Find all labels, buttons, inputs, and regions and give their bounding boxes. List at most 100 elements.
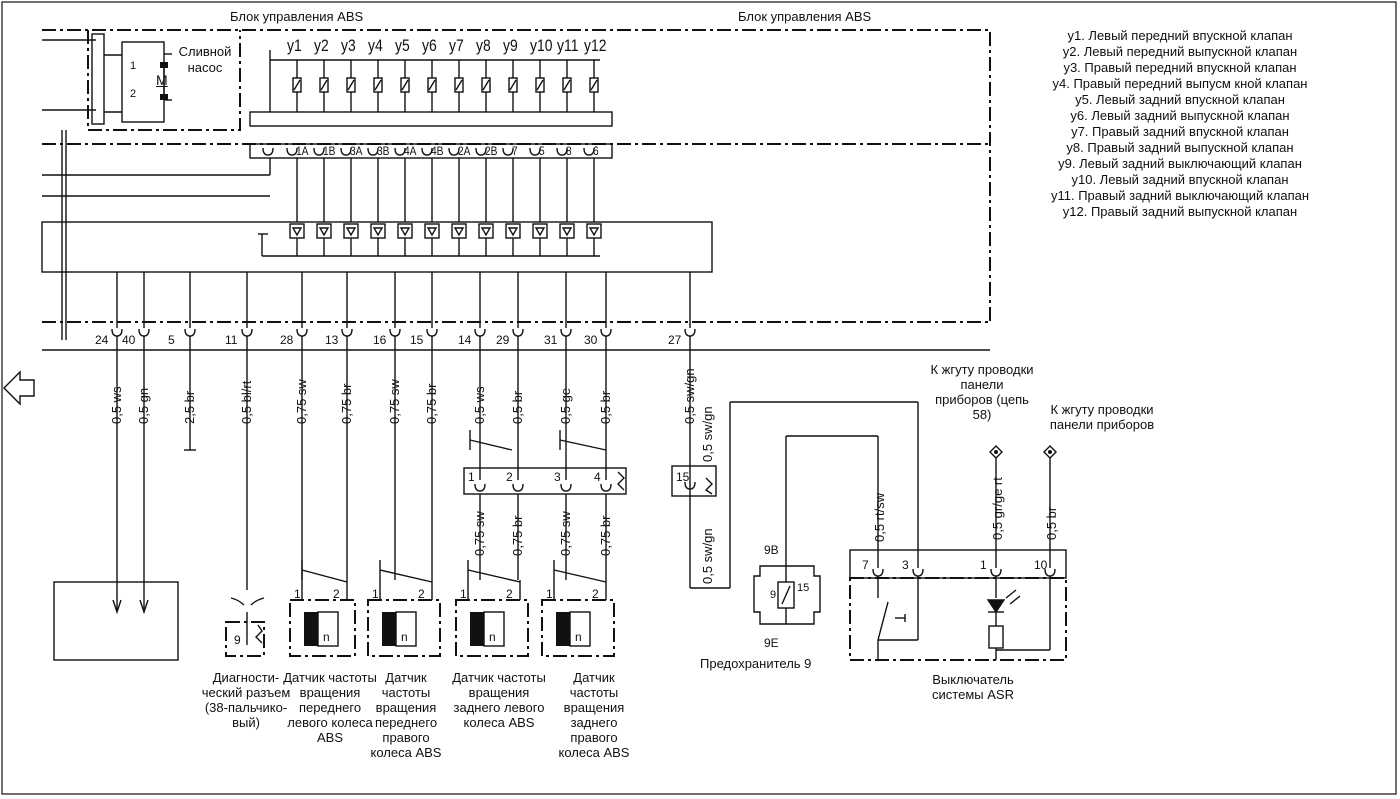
fuse-conn-resistor	[704, 477, 713, 495]
shield-line	[469, 439, 513, 451]
fuse-conn-pin: 15	[676, 470, 690, 484]
sensor-body	[569, 611, 591, 647]
rear-junction-block	[463, 467, 627, 495]
valve-label-y9: y9	[503, 36, 518, 55]
legend-item: y1. Левый передний впускной клапан	[1067, 28, 1293, 43]
junction-pin: 2	[506, 470, 513, 484]
wire-label-top: 0,75 sw	[387, 379, 402, 424]
pump-connector-block	[91, 33, 105, 125]
driver-triangle	[588, 227, 600, 237]
inner-pin-socket	[262, 147, 274, 156]
asr-switch-box	[849, 577, 1067, 661]
ecu-pin-socket	[138, 328, 150, 337]
legend-item: y5. Левый задний впускной клапан	[1075, 92, 1285, 107]
legend-item: y3. Правый передний впускной клапан	[1063, 60, 1297, 75]
asr-pin: 10	[1034, 558, 1048, 572]
inner-pin-1B: 1B	[323, 144, 336, 158]
sensor-pin-1: 1	[460, 587, 467, 601]
inner-pin-socket	[367, 147, 379, 156]
ecu-pin-24: 24	[95, 333, 109, 347]
harness-terminal-1	[989, 445, 1003, 459]
valve-coil-mark	[401, 79, 409, 91]
fuse-connector-block	[671, 465, 717, 497]
legend-item: y8. Правый задний выпускной клапан	[1066, 140, 1294, 155]
valve-coil-mark	[455, 79, 463, 91]
wire-label-bottom: 0,75 sw	[472, 511, 487, 556]
legend-item: y4. Правый передний выпусм кной клапан	[1052, 76, 1308, 91]
junction-socket	[512, 483, 524, 492]
valve-coil-mark	[590, 79, 598, 91]
ecu-pin-socket	[341, 328, 353, 337]
wire-label-top: 0,75 br	[339, 383, 354, 424]
ecu-pin-11: 11	[225, 333, 238, 347]
wire-label-top: 0,5 br	[510, 390, 525, 424]
junction-socket	[560, 483, 572, 492]
sensor-pin-1: 1	[294, 587, 301, 601]
valve-label-y2: y2	[314, 36, 329, 55]
legend-item: y10. Левый задний впускной клапан	[1071, 172, 1289, 187]
valve-label-y7: y7	[449, 36, 464, 55]
sensor-coil	[304, 612, 318, 646]
diag-break	[230, 597, 245, 606]
valve-coil-mark	[293, 79, 301, 91]
sensor-box-2	[367, 599, 441, 657]
junction-resistor	[617, 471, 625, 491]
ecu-pin-15: 15	[410, 333, 424, 347]
wire-label-bottom: 0,75 br	[510, 515, 525, 556]
inner-pin-socket	[286, 147, 298, 156]
ecu-pin-socket	[512, 328, 524, 337]
pump-pin-2: 2	[130, 88, 137, 100]
inner-pin-3B: 3B	[377, 144, 390, 158]
valve-label-y4: y4	[368, 36, 383, 55]
driver-triangle	[372, 227, 384, 237]
wire-label-bottom: 0,75 sw	[558, 511, 573, 556]
driver-module-box	[41, 221, 713, 273]
inner-pin-socket	[475, 147, 487, 156]
resistor-zigzag	[255, 624, 263, 644]
sensor-pin-1: 1	[372, 587, 379, 601]
driver-triangle	[426, 227, 438, 237]
arrow-head	[139, 599, 149, 615]
inner-pin-socket	[448, 147, 460, 156]
ecu-pin-29: 29	[496, 333, 510, 347]
valve-coil-mark	[428, 79, 436, 91]
arrow-head	[112, 599, 122, 615]
control-unit-box	[53, 581, 179, 661]
fuse-right-pin: 15	[797, 582, 810, 594]
legend-item: y11. Правый задний выключающий клапан	[1050, 188, 1310, 203]
harness-label-1: К жгуту проводки панели приборов (цепь 5…	[930, 362, 1034, 422]
ecu-pin-socket	[600, 328, 612, 337]
sensor-pin-2: 2	[592, 587, 599, 601]
ecu-pin-socket	[184, 328, 196, 337]
driver-triangle	[291, 227, 303, 237]
caption-sensor-front-right: Датчик частоты вращения переднего правог…	[370, 670, 442, 760]
junction-socket	[474, 483, 486, 492]
ecu-pin-socket	[474, 328, 486, 337]
diag-break	[250, 597, 265, 606]
left-arrow-icon	[3, 370, 35, 406]
harness-label-2: К жгуту проводки панели приборов	[1049, 402, 1155, 432]
led-ray	[1009, 595, 1021, 605]
wire-label-top: 0,75 br	[424, 383, 439, 424]
inner-pin-socket	[394, 147, 406, 156]
legend-item: y2. Левый передний выпускной клапан	[1062, 44, 1298, 59]
inner-pin-2A: 2A	[458, 144, 471, 158]
asr-led-icon	[986, 599, 1006, 614]
wire-label-top: 0,5 bl/rt	[239, 380, 254, 424]
wire-label-top: 0,5 ws	[109, 386, 124, 424]
inner-pin-8: 8	[566, 144, 572, 158]
valve-coil-mark	[482, 79, 490, 91]
sensor-body	[483, 611, 505, 647]
inner-pin-socket	[502, 147, 514, 156]
inner-pin-1A: 1A	[296, 144, 309, 158]
wire-label-top: 0,75 sw	[294, 379, 309, 424]
caption-sensor-rear-right: Датчик частоты вращения заднего правого …	[558, 670, 630, 760]
harness-dot	[1048, 450, 1052, 454]
valve-label-y5: y5	[395, 36, 410, 55]
valve-coil-mark	[509, 79, 517, 91]
fuse-mark	[781, 585, 791, 605]
shield-line	[559, 439, 607, 451]
inner-pin-socket	[529, 147, 541, 156]
ecu-pin-14: 14	[458, 333, 472, 347]
